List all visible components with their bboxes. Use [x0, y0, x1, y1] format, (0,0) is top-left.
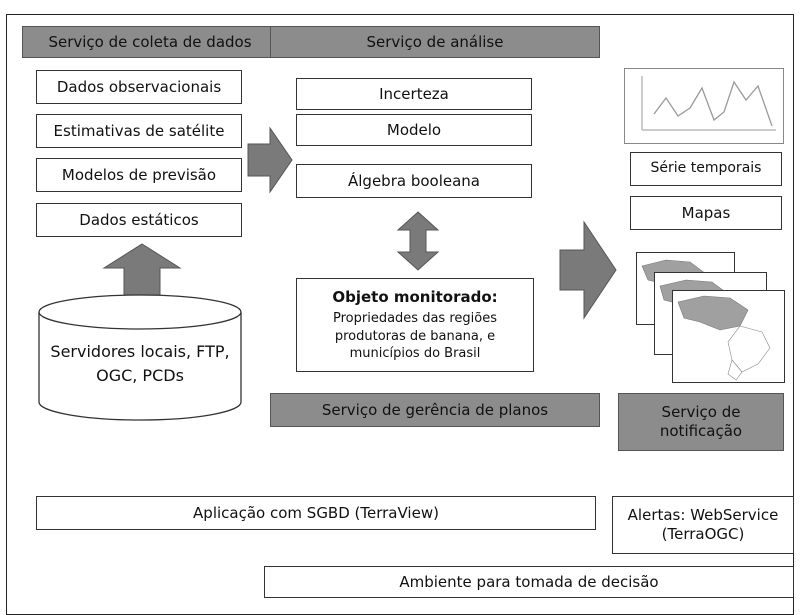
- notificacao-header: Serviço de notificação: [618, 393, 784, 451]
- mapas-box: Mapas: [630, 196, 782, 230]
- servers-line1: Servidores locais, FTP,: [50, 342, 230, 361]
- aplicacao-sgbd-box: Aplicação com SGBD (TerraView): [36, 496, 596, 530]
- up-arrow-icon: [102, 243, 182, 297]
- objeto-line1: Propriedades das regiões: [333, 311, 497, 327]
- objeto-line3: municípios do Brasil: [349, 346, 481, 362]
- servers-cylinder-icon: [38, 294, 242, 421]
- gerencia-header: Serviço de gerência de planos: [270, 393, 600, 427]
- time-series-chart: [624, 68, 784, 144]
- servers-line2: OGC, PCDs: [96, 366, 184, 385]
- objeto-monitorado-box: Objeto monitorado: Propriedades das regi…: [296, 278, 534, 372]
- coleta-item-estaticos: Dados estáticos: [36, 203, 242, 237]
- notificacao-line1: Serviço de: [661, 403, 741, 422]
- right-arrow-icon: [247, 126, 293, 194]
- double-arrow-icon: [396, 211, 440, 271]
- coleta-item-previsao: Modelos de previsão: [36, 158, 242, 192]
- servers-label: Servidores locais, FTP, OGC, PCDs: [38, 340, 242, 388]
- alertas-webservice-box: Alertas: WebService (TerraOGC): [612, 496, 794, 554]
- coleta-item-observacionais: Dados observacionais: [36, 70, 242, 104]
- alertas-line1: Alertas: WebService: [627, 506, 779, 525]
- coleta-header: Serviço de coleta de dados: [22, 26, 278, 58]
- analise-header: Serviço de análise: [270, 26, 600, 58]
- maps-stack-icon: [636, 252, 785, 383]
- analise-item-algebra: Álgebra booleana: [296, 164, 532, 198]
- alertas-line2: (TerraOGC): [661, 525, 745, 543]
- notificacao-line2: notificação: [659, 422, 743, 440]
- series-temporais-box: Série temporais: [630, 152, 782, 186]
- coleta-item-satelite: Estimativas de satélite: [36, 114, 242, 148]
- ambiente-decisao-box: Ambiente para tomada de decisão: [264, 566, 794, 598]
- large-right-arrow-icon: [559, 220, 617, 320]
- objeto-line2: produtoras de banana, e: [334, 328, 496, 344]
- analise-item-incerteza: Incerteza: [296, 78, 532, 110]
- analise-item-modelo: Modelo: [296, 114, 532, 146]
- objeto-title: Objeto monitorado:: [332, 288, 498, 307]
